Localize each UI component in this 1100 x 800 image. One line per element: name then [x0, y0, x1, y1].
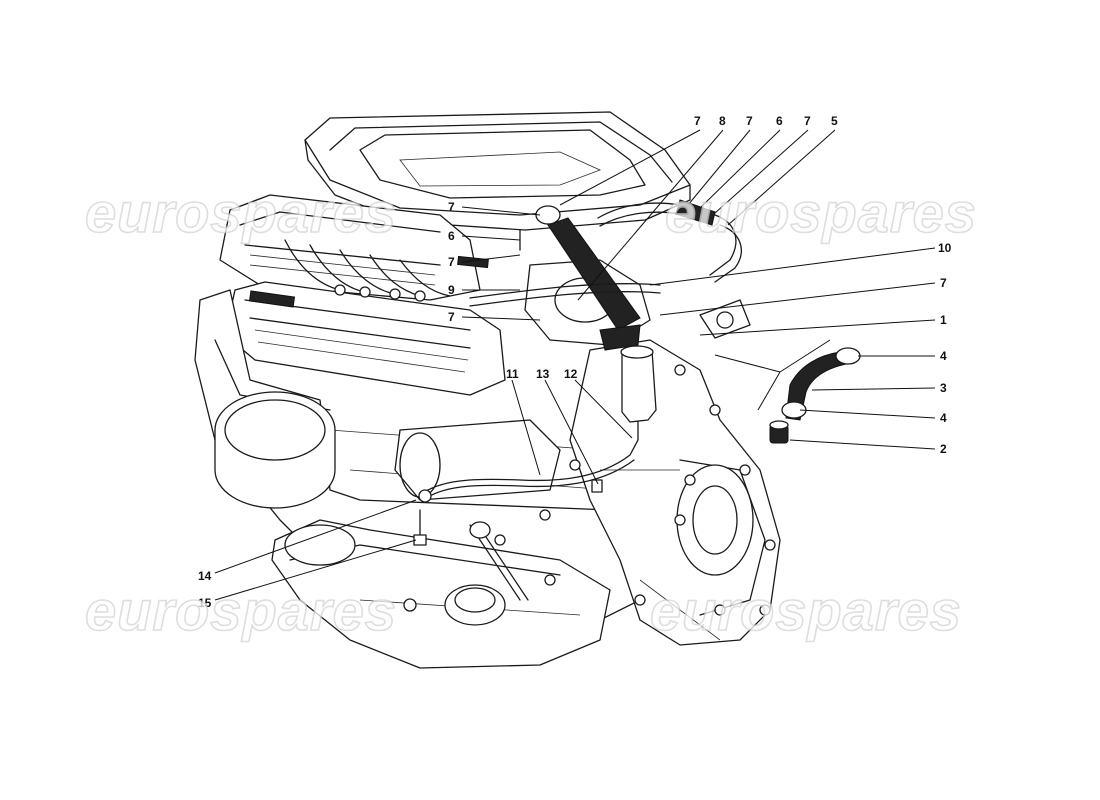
watermark-text: eurospares [665, 181, 977, 244]
callout-label: 7 [694, 114, 701, 128]
callout-label: 7 [746, 114, 753, 128]
callout-label: 6 [776, 114, 783, 128]
callout-label: 7 [448, 255, 455, 269]
callout-label: 5 [831, 114, 838, 128]
watermark-text: eurospares [85, 181, 397, 244]
callout-label: 11 [506, 367, 519, 381]
leader-lines [214, 129, 936, 601]
callout-label: 12 [564, 367, 578, 381]
callout-label: 4 [940, 411, 947, 425]
callout-label: 7 [940, 276, 947, 290]
callout-label: 15 [198, 596, 212, 610]
callout-label: 10 [938, 241, 952, 255]
callout-label: 14 [198, 569, 212, 583]
callout-label: 7 [804, 114, 811, 128]
engine-drawing [194, 111, 781, 669]
callout-label: 3 [940, 381, 947, 395]
callout-label: 7 [448, 200, 455, 214]
watermark-layer: eurospares eurospares eurospares eurospa… [84, 180, 977, 643]
callout-label: 9 [448, 283, 455, 297]
callout-label: 1 [940, 313, 947, 327]
callout-label: 13 [536, 367, 550, 381]
callout-label: 7 [448, 310, 455, 324]
callout-label: 4 [940, 349, 947, 363]
callout-label: 6 [448, 229, 455, 243]
watermark-text: eurospares [85, 579, 397, 642]
callout-label: 8 [719, 114, 726, 128]
watermark-text: eurospares [650, 579, 962, 642]
callout-label: 2 [940, 442, 947, 456]
hose-assembly [769, 347, 861, 444]
callout-labels: 7 8 7 6 7 5 10 7 1 4 3 4 2 7 6 7 9 7 11 … [198, 114, 952, 610]
